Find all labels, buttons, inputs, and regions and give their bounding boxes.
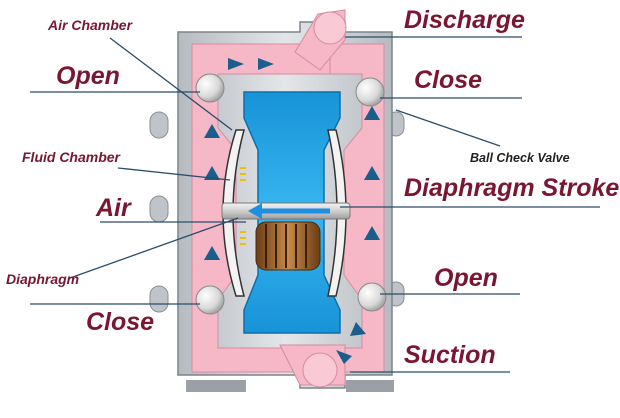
flow-arrows	[204, 58, 380, 364]
valve-balls	[195, 73, 387, 315]
flow-arrow-icon	[204, 166, 220, 180]
pump-foot	[346, 380, 394, 392]
label-suction: Suction	[404, 341, 496, 369]
left-diaphragm	[222, 129, 245, 297]
label-open-right: Open	[434, 264, 498, 292]
flow-arrow-icon	[364, 226, 380, 240]
suction-port	[302, 352, 338, 388]
bolt-icon	[149, 111, 169, 139]
label-diaphragm-stroke: Diaphragm Stroke	[404, 174, 620, 202]
flow-arrow-icon	[204, 124, 220, 138]
bolt-icon	[149, 195, 169, 223]
label-air: Air	[96, 194, 131, 222]
bolt-icon	[149, 285, 169, 313]
stroke-direction-arrow	[248, 203, 330, 219]
label-ball-check-valve: Ball Check Valve	[470, 151, 570, 165]
flow-arrow-icon	[258, 58, 274, 70]
valve-ball-icon	[355, 77, 385, 107]
flow-arrow-icon	[204, 246, 220, 260]
spring-shaft-icon	[255, 221, 321, 271]
valve-ball-icon	[195, 285, 225, 315]
label-fluid-chamber: Fluid Chamber	[22, 149, 121, 165]
label-close-left: Close	[86, 308, 155, 336]
flow-arrow-icon	[228, 58, 244, 70]
left-bolts	[149, 111, 169, 313]
flow-arrow-icon	[336, 350, 352, 364]
diaphragm-fasteners	[240, 167, 246, 245]
label-air-chamber: Air Chamber	[48, 17, 133, 33]
valve-ball-icon	[357, 282, 387, 312]
leader-lines	[30, 36, 600, 373]
label-diaphragm: Diaphragm	[6, 271, 80, 287]
pump-foot	[186, 380, 246, 392]
label-close-right: Close	[414, 66, 483, 94]
discharge-port	[313, 11, 347, 45]
flow-arrow-icon	[350, 322, 366, 336]
label-open-left: Open	[56, 62, 120, 90]
flow-arrow-icon	[364, 166, 380, 180]
flow-arrow-icon	[364, 106, 380, 120]
label-discharge: Discharge	[404, 6, 525, 34]
valve-ball-icon	[195, 73, 225, 103]
